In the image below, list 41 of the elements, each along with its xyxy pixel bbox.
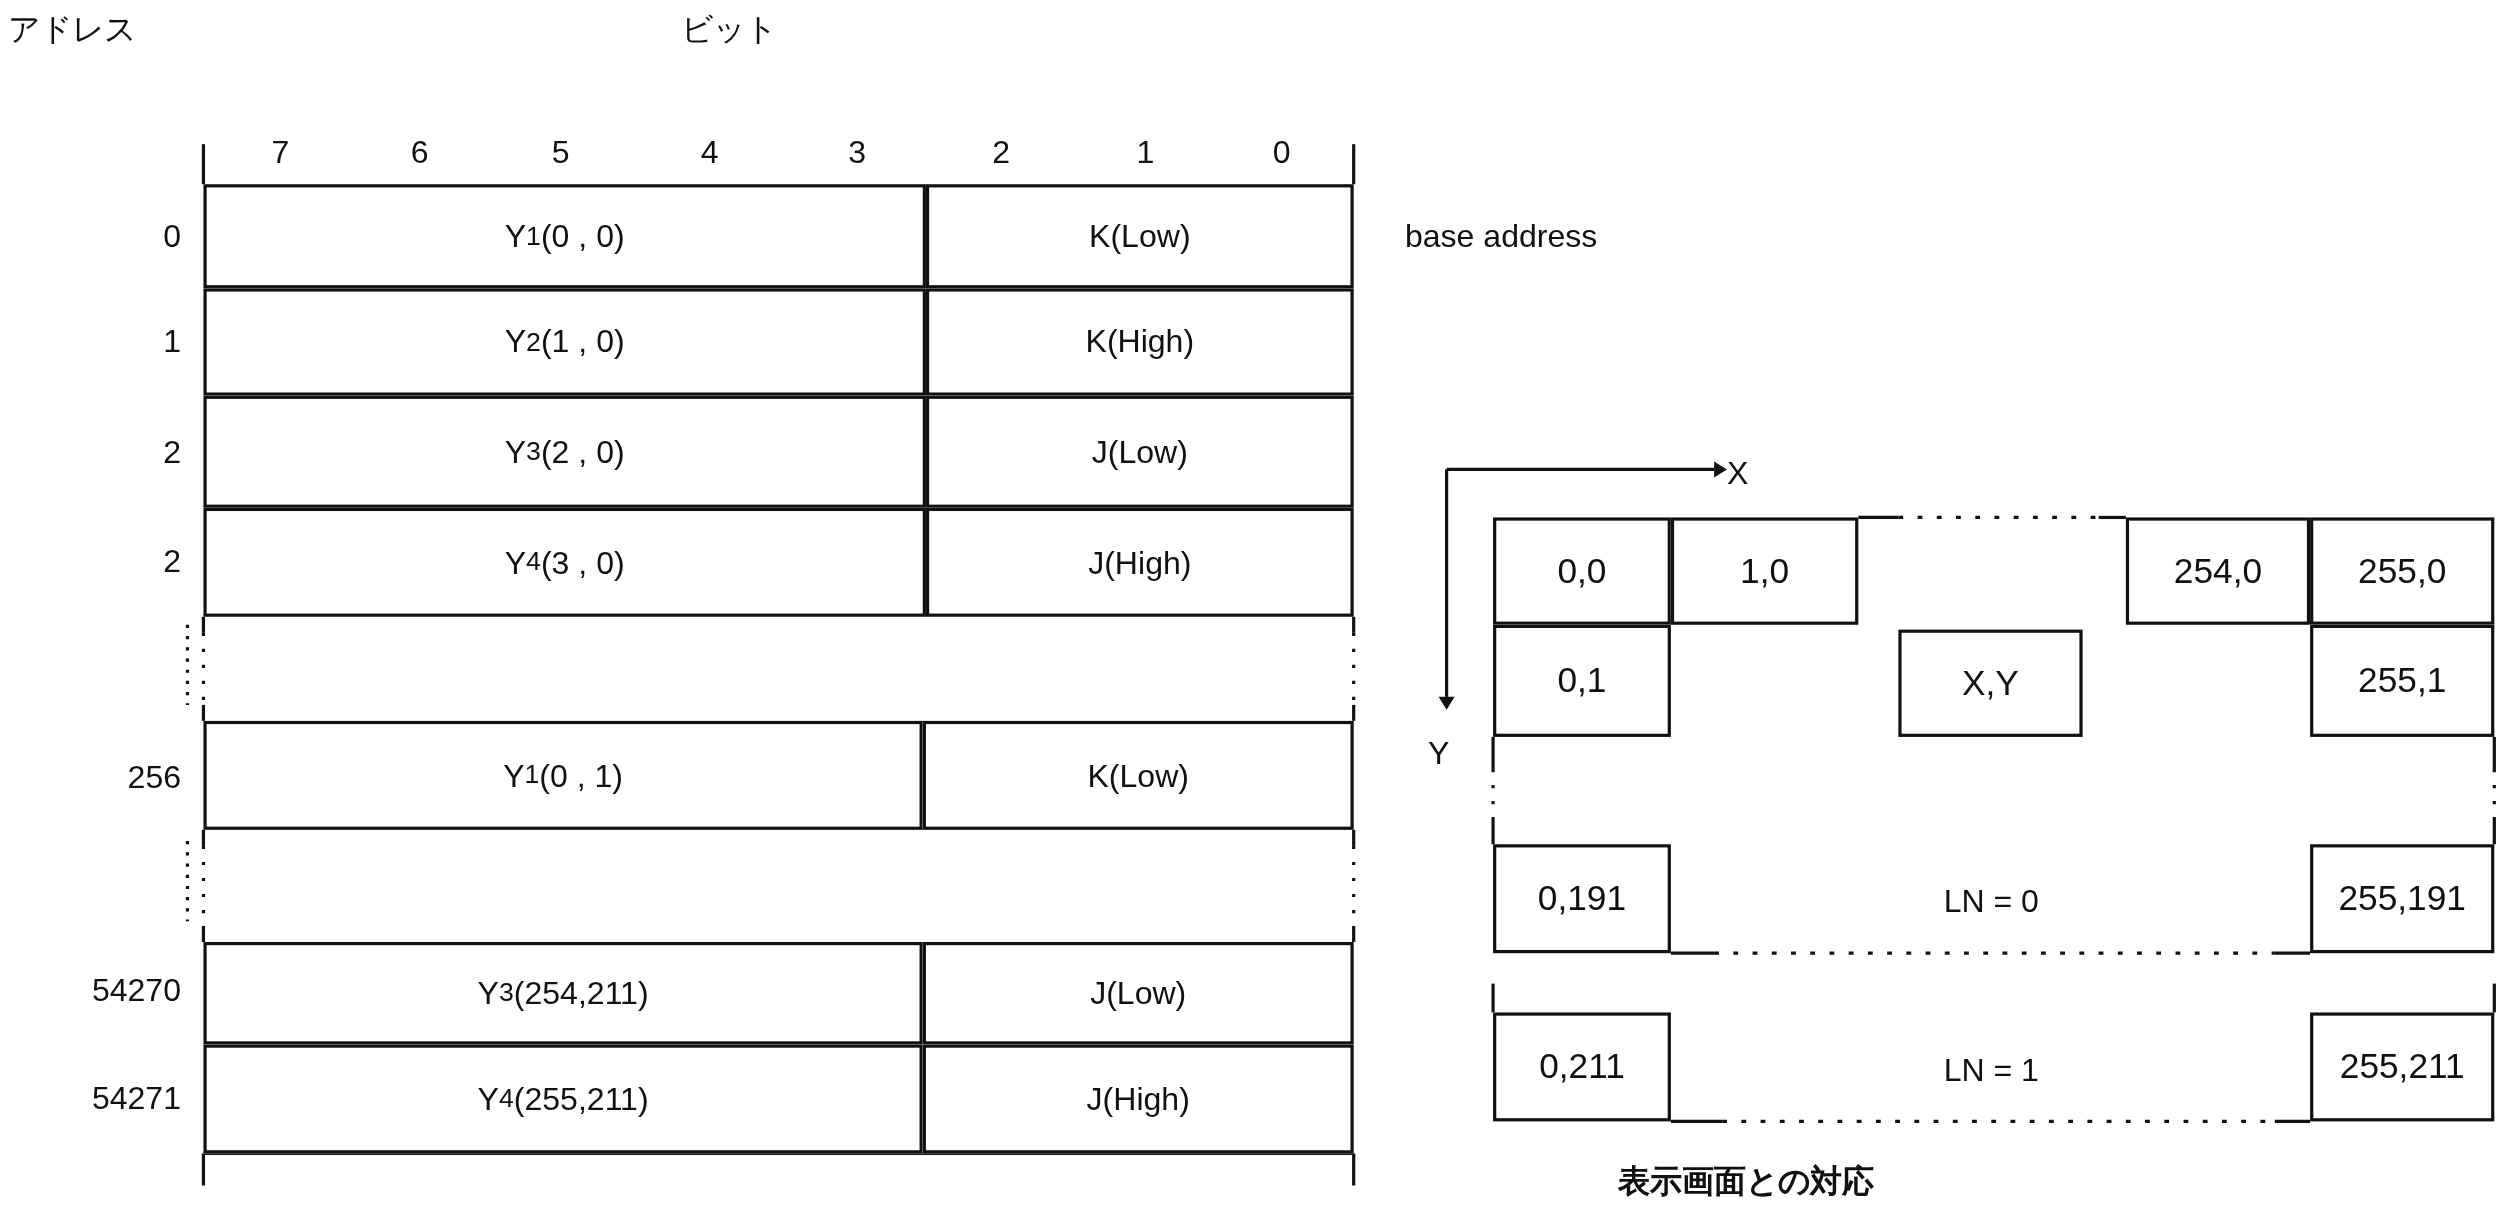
- address-number: 54271: [91, 1081, 182, 1114]
- pixel-cell: 0,0: [1493, 517, 1671, 625]
- bit-number: 0: [1272, 136, 1291, 169]
- memory-word-cell: J(Low): [922, 942, 1354, 1045]
- address-number: 256: [127, 760, 182, 793]
- memory-word-cell: J(High): [922, 1044, 1354, 1154]
- memory-word-cell: K(High): [925, 288, 1354, 396]
- pixel-cell: 255,211: [2310, 1012, 2495, 1122]
- pixel-cell: 0,191: [1493, 844, 1671, 954]
- bit-number: 5: [551, 136, 570, 169]
- caption: 表示画面との対応: [1618, 1164, 1875, 1197]
- bit-number: 2: [992, 136, 1011, 169]
- bit-number: 6: [410, 136, 429, 169]
- address-number: 2: [163, 544, 182, 577]
- pixel-cell: 1,0: [1670, 517, 1859, 625]
- address-number: 2: [163, 435, 182, 468]
- note-text: base address: [1404, 219, 1598, 252]
- pixel-cell: 255,1: [2310, 624, 2495, 737]
- bit-number: 3: [848, 136, 866, 169]
- pixel-cell: 255,191: [2310, 844, 2495, 954]
- axis-label: Y: [1427, 736, 1450, 769]
- memory-word-cell: K(Low): [925, 184, 1354, 289]
- memory-word-cell: J(High): [925, 507, 1354, 617]
- memory-word-cell: J(Low): [925, 395, 1354, 508]
- bit-number: 4: [700, 136, 719, 169]
- pixel-cell: 0,1: [1493, 624, 1671, 737]
- column-heading: ビット: [680, 12, 777, 45]
- pixel-cell: 254,0: [2125, 517, 2311, 625]
- memory-word-cell: K(Low): [922, 720, 1354, 830]
- address-number: 1: [163, 325, 182, 358]
- bit-number: 7: [271, 136, 290, 169]
- area-label: LN = 0: [1943, 884, 2039, 917]
- pixel-cell: 0,211: [1493, 1012, 1671, 1122]
- bit-number: 1: [1136, 136, 1155, 169]
- address-number: 54270: [91, 974, 182, 1007]
- area-label: LN = 1: [1943, 1054, 2039, 1087]
- axis-label: X: [1726, 456, 1749, 489]
- address-number: 0: [163, 219, 182, 252]
- pixel-cell: X,Y: [1898, 629, 2083, 737]
- pixel-cell: 255,0: [2310, 517, 2495, 625]
- column-heading: アドレス: [8, 12, 137, 45]
